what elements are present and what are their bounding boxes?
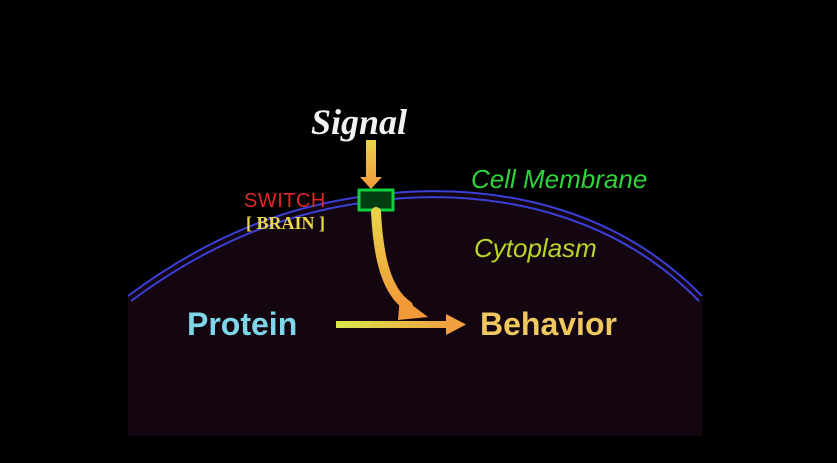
protein-behavior-arrow [336, 321, 448, 328]
signal-label: Signal [311, 102, 408, 142]
protein-label: Protein [187, 306, 298, 342]
cell-membrane-label: Cell Membrane [471, 164, 648, 194]
behavior-label: Behavior [480, 306, 617, 342]
cell-membrane-outer [127, 190, 703, 297]
signal-arrow [360, 140, 382, 189]
switch-label: SWITCH [244, 190, 326, 212]
cytoplasm-label: Cytoplasm [474, 233, 597, 263]
brain-label: [ BRAIN ] [246, 213, 325, 233]
cell-membrane-inner [130, 196, 700, 302]
protein-behavior-arrowhead [446, 314, 466, 335]
switch-to-behavior-arrowhead [398, 296, 428, 320]
